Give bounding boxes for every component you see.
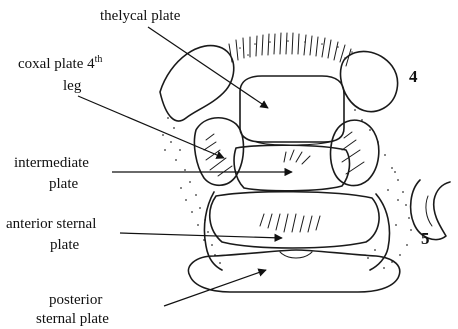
- label-coxal-plate: coxal plate 4th: [18, 54, 102, 72]
- thelycal-plate-shape: [240, 76, 344, 142]
- specimen-drawing: [160, 33, 450, 292]
- right-leg-5-inner: [426, 196, 432, 226]
- right-coxa-hatch: [342, 132, 364, 174]
- arrow-posterior: [164, 270, 266, 306]
- label-intermediate-line2: plate: [49, 176, 78, 192]
- labels: thelycal plate coxal plate 4th leg inter…: [6, 8, 430, 327]
- right-coxal-plate: [331, 120, 379, 185]
- segment-number-4: 4: [409, 67, 418, 86]
- right-coxa-upper: [341, 51, 398, 111]
- label-coxal-superscript: th: [95, 54, 103, 65]
- left-coxa-upper: [160, 46, 234, 121]
- stipple-left: [162, 117, 221, 264]
- label-anterior-line2: plate: [50, 237, 79, 253]
- label-posterior-line1: posterior: [49, 292, 102, 308]
- anterior-hatch: [260, 214, 320, 232]
- label-intermediate-line1: intermediate: [14, 155, 89, 171]
- label-posterior-line2: sternal plate: [36, 311, 109, 327]
- arrow-anterior: [120, 233, 282, 238]
- hair-fringe: [229, 33, 351, 66]
- arrow-coxal: [78, 96, 224, 158]
- right-leg-5: [411, 180, 450, 240]
- leader-arrows: [78, 27, 292, 306]
- label-coxal-line2: leg: [63, 78, 82, 94]
- label-coxal-line1: coxal plate 4: [18, 56, 95, 72]
- label-thelycal-plate: thelycal plate: [100, 8, 181, 24]
- label-anterior-line1: anterior sternal: [6, 216, 96, 232]
- segment-number-5: 5: [421, 229, 430, 248]
- posterior-notch: [280, 252, 312, 258]
- intermediate-hatch: [284, 150, 310, 164]
- stipple-right: [354, 109, 412, 269]
